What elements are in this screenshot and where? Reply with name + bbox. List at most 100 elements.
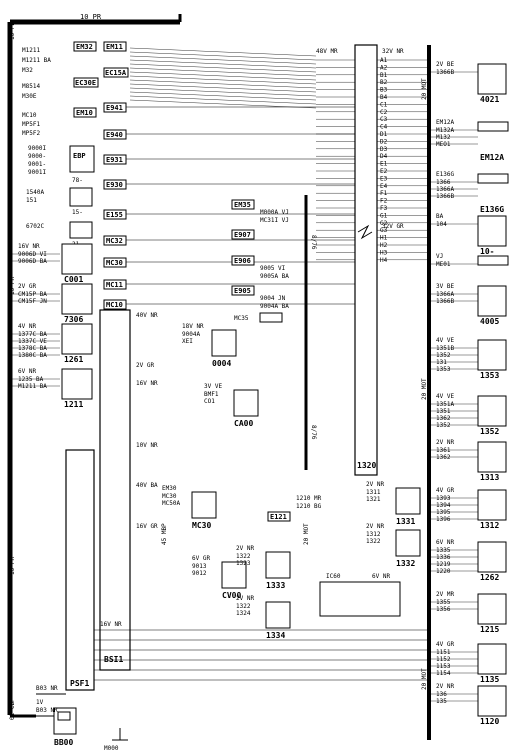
comp-wire: 1335	[436, 547, 451, 554]
bsi-conn-f: 16V GR	[136, 523, 158, 530]
wire-label: 9001I	[28, 169, 46, 176]
comp-conn: 4V GR	[436, 487, 454, 494]
comp-wire: MC50A	[162, 500, 180, 507]
wire-label: 9005 VI	[260, 265, 286, 272]
ec15a-code: EC15A	[105, 69, 127, 77]
em11-cluster: EM11 EC15A	[103, 41, 129, 78]
comp-wire: 1361	[436, 447, 451, 454]
ebp-code: EBP	[73, 152, 86, 160]
psf1-module: PSF1 16V NR	[65, 449, 429, 691]
center-pin-list: A1A2B1B2B3B4C1C2C3C4D1D2D3D4E1E2E3E4F1F2…	[316, 57, 429, 264]
component-1211	[61, 368, 93, 400]
em10-code: EM10	[76, 109, 93, 117]
component-1262	[477, 541, 507, 573]
component-1135	[477, 643, 507, 675]
harness-lines	[129, 47, 317, 109]
component-1120	[477, 685, 507, 717]
comp-wire: 1366B	[436, 69, 454, 76]
comp-conn: 2V MR	[436, 591, 454, 598]
bsi-box-e930	[103, 179, 127, 190]
component-code: 1313	[480, 473, 499, 482]
bsi-box-label: MC32	[106, 237, 123, 245]
comp-wire: CM15F JN	[18, 298, 47, 305]
comp-conn: 2V NR	[436, 439, 454, 446]
wire-label: 9000-	[28, 153, 46, 160]
comp-conn: BA	[436, 213, 444, 220]
bus-label-left-mid: 10 PR	[9, 277, 16, 295]
center-pin: E1	[380, 161, 388, 168]
wire-label: M000A VJ	[260, 209, 289, 216]
component-code: EM12A	[480, 153, 504, 162]
center-pin: F2	[380, 198, 388, 205]
comp-wire: 1366A	[436, 291, 454, 298]
center-pin: D2	[380, 138, 388, 145]
bsi-box-mc32	[103, 235, 127, 246]
comp-conn: 2V NR	[366, 481, 384, 488]
left-bus: 10 PR 10 PR 10 PR 01 CBP	[7, 22, 16, 720]
component-7306	[61, 283, 93, 315]
center-pin: A1	[380, 57, 388, 64]
component-1334	[265, 601, 291, 629]
comp-wire: 1311	[366, 489, 381, 496]
component-4005	[477, 285, 507, 317]
e121-code: E121	[270, 513, 287, 521]
comp-wire: MC30	[162, 493, 177, 500]
comp-conn: 16V NR	[18, 243, 40, 250]
ic60-conn: 6V NR	[372, 573, 390, 580]
bus-label-right-low: 20 MOT	[421, 668, 428, 690]
center-pin: B1	[380, 72, 388, 79]
bsi-box-label: E155	[106, 211, 123, 219]
comp-conn: 2V NR	[236, 595, 254, 602]
comp-wire: 1154	[436, 670, 451, 677]
harness-wire	[129, 79, 317, 89]
comp-wire: 1337C VE	[18, 338, 47, 345]
wire-label: 9001-	[28, 161, 46, 168]
comp-wire: XEI	[182, 338, 193, 345]
harness-wire	[129, 99, 317, 109]
center-pin: G2	[380, 220, 388, 227]
harness-wire	[129, 91, 317, 101]
bus-label-right-top: 20 MOT	[421, 78, 428, 100]
comp-wire: 1322	[236, 603, 251, 610]
bsi-box-mc11	[103, 279, 127, 290]
component-code: 1331	[396, 517, 415, 526]
comp-wire: 9006D BA	[18, 258, 47, 265]
comp-wire: 1395	[436, 509, 451, 516]
bus-label-bottom-left: 01 CBP	[9, 698, 16, 720]
wire-label: M1211	[22, 47, 40, 54]
wire-label: 1540A	[26, 189, 44, 196]
pin-label: 78-	[72, 177, 83, 184]
wire-label: MC10	[22, 112, 37, 119]
comp-conn: 4V VE	[436, 393, 454, 400]
component-1332	[395, 529, 421, 557]
comp-conn: 3V VE	[204, 383, 222, 390]
comp-conn: 2V GR	[18, 283, 36, 290]
comp-wire: 1351A	[436, 401, 454, 408]
component-code: 10-	[480, 247, 494, 256]
center-pin: F3	[380, 205, 388, 212]
bus-label-top: 10 PR	[80, 13, 102, 21]
comp-conn: EM30	[162, 485, 177, 492]
center-conn-c: 32V GR	[382, 223, 404, 230]
comp-wire: 1362	[436, 415, 451, 422]
bus-label-left-top: 10 PR	[9, 22, 16, 40]
component-code: C001	[64, 275, 83, 284]
bb00-wire: B03 NR	[36, 707, 58, 714]
comp-conn: E136G	[436, 171, 454, 178]
comp-wire: 9004A	[182, 331, 200, 338]
bsi-conn-d: 10V NR	[136, 442, 158, 449]
comp-wire: 136	[436, 691, 447, 698]
wire-label: 9000I	[28, 145, 46, 152]
comp-wire: 131	[436, 359, 447, 366]
harness-wire	[129, 59, 317, 69]
component-code: 1333	[266, 581, 285, 590]
harness-wire	[129, 83, 317, 93]
component-1353	[477, 339, 507, 371]
comp-wire: 1235 BA	[18, 376, 44, 383]
comp-wire: M132	[436, 134, 451, 141]
center-pin: E2	[380, 168, 388, 175]
component-10-	[477, 215, 507, 247]
bsi-conn-e: 40V BA	[136, 482, 158, 489]
comp-wire: CM15P BA	[18, 291, 47, 298]
